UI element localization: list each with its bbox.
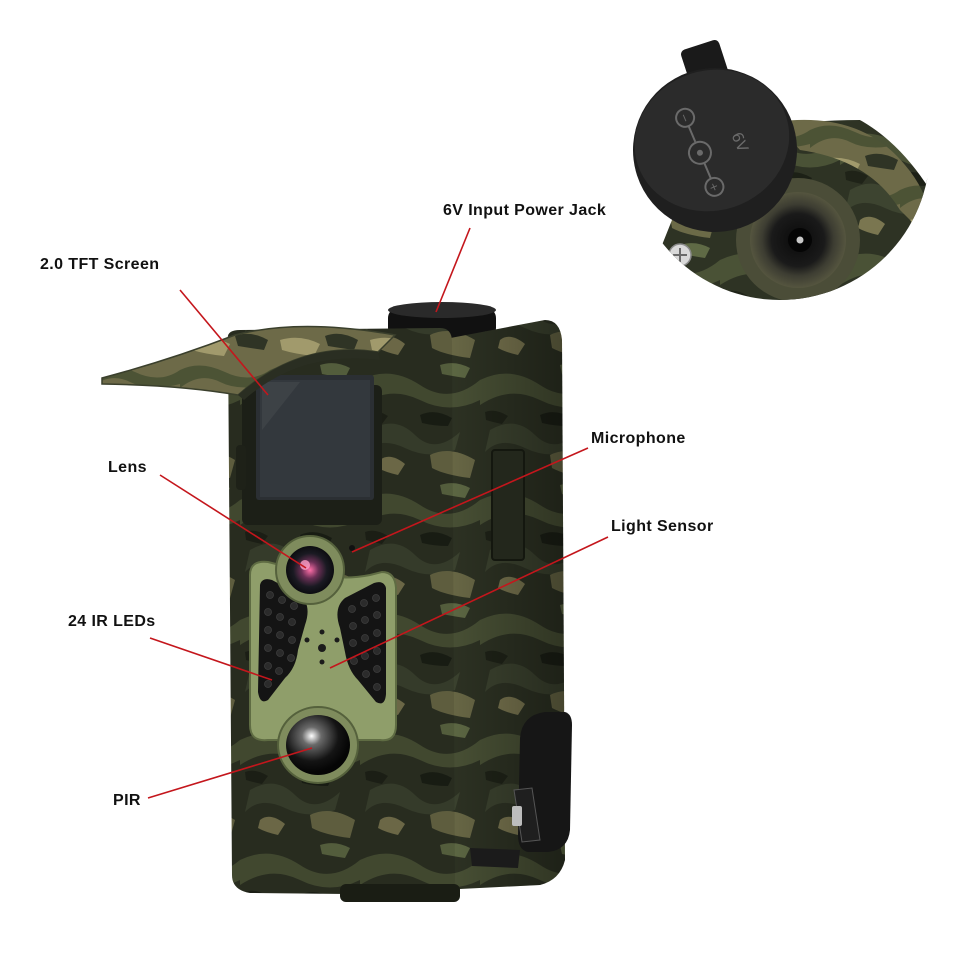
ir-led-array: [264, 591, 381, 691]
callout-light-sensor: Light Sensor: [611, 518, 714, 535]
leader-tft-screen: [179, 289, 269, 396]
leader-light-sensor: [329, 536, 609, 669]
camera-lens: [286, 546, 334, 594]
leader-pir: [147, 747, 313, 799]
callout-microphone: Microphone: [591, 430, 686, 447]
leader-ir-leds: [149, 637, 273, 681]
callout-pir: PIR: [113, 792, 141, 809]
pir-sensor: [286, 715, 350, 775]
leader-microphone: [351, 447, 589, 553]
power-jack-inset: − + 6V: [630, 0, 930, 300]
polarity-icon: − +: [675, 107, 725, 197]
microphone-hole: [349, 545, 355, 551]
callout-tft-screen: 2.0 TFT Screen: [40, 256, 160, 273]
callout-ir-leds: 24 IR LEDs: [68, 613, 156, 630]
light-sensor: [318, 644, 326, 652]
latch: [470, 712, 572, 868]
callout-power-jack: 6V Input Power Jack: [443, 202, 607, 219]
leader-lens: [159, 474, 307, 569]
leader-lines: [147, 227, 609, 799]
camera-body: [101, 302, 572, 902]
side-slot: [491, 449, 525, 561]
leader-power-jack: [435, 227, 471, 313]
callout-lens: Lens: [108, 459, 147, 476]
